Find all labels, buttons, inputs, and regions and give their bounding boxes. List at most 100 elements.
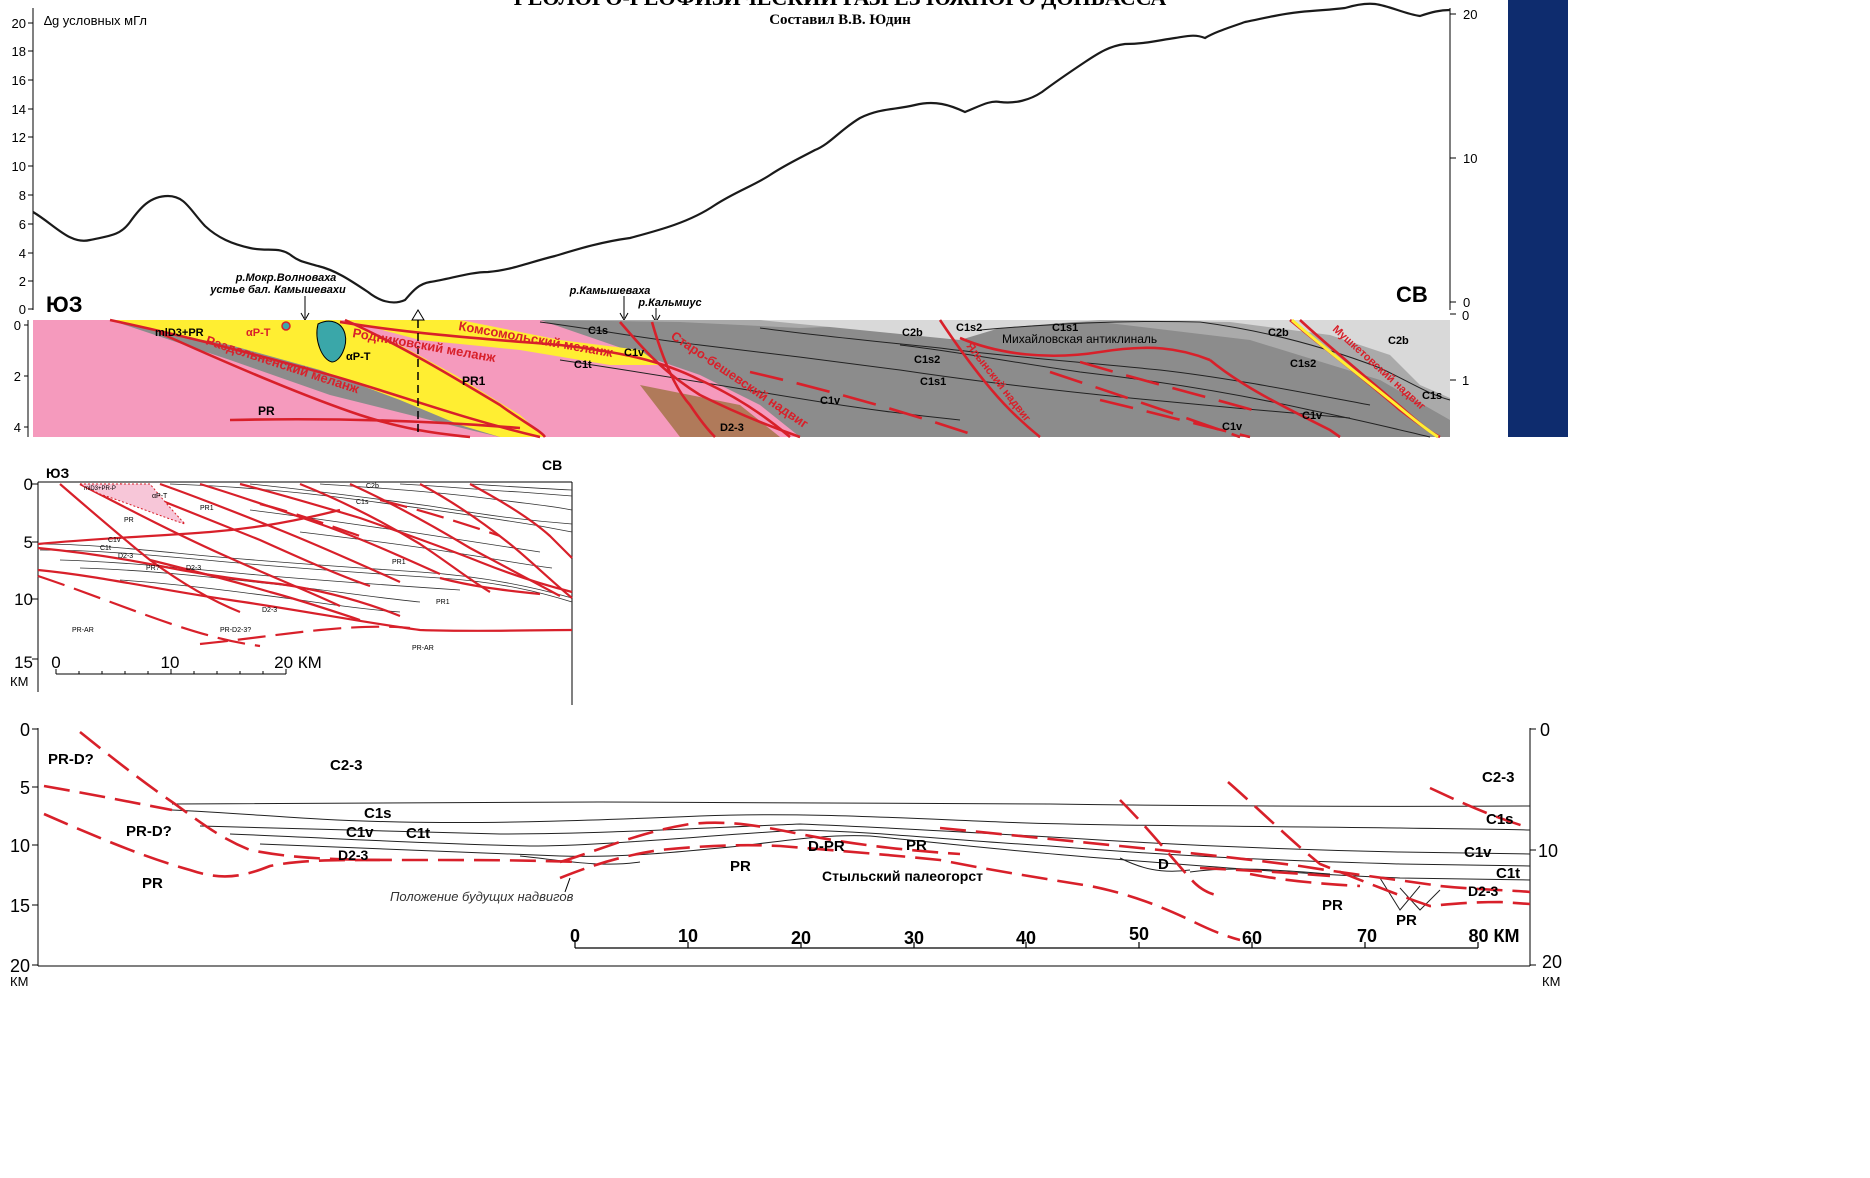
paleohorst-label: Стыльский палеогорст [822, 868, 983, 884]
unit-label: C1s [1486, 811, 1514, 828]
tick-label: 0 [1463, 295, 1470, 310]
unit-label: D2-3 [720, 422, 744, 434]
tick-label: 10 [1538, 841, 1558, 861]
depth-unit: КМ [10, 974, 28, 989]
unit-label: PR [124, 517, 134, 524]
middle-axes [32, 481, 573, 705]
ne-label: СВ [542, 457, 562, 473]
gravity-right-axis [1449, 8, 1456, 310]
tick-label: 18 [12, 44, 26, 59]
unit-label: PR-D? [48, 751, 94, 768]
river-label: р.Мокр.Волноваха [235, 272, 337, 284]
middle-scale-labels: 0 10 20 КМ [51, 653, 322, 672]
unit-label: PR [906, 837, 927, 854]
tick-label: 5 [24, 533, 33, 552]
tick-label: 10 [12, 159, 26, 174]
gravity-axis-label: ∆g условных мГл [44, 13, 147, 28]
melange-corner [79, 483, 187, 526]
tick-label: 12 [12, 130, 26, 145]
tick-label: 0 [24, 475, 33, 494]
tick-label: 10 [10, 836, 30, 856]
top-section: ГЕОЛОГО-ГЕОФИЗИЧЕСКИЙ РАЗРЕЗ ЮЖНОГО ДОНБ… [12, 0, 1568, 439]
unit-label: C1s [588, 325, 608, 337]
unit-label: C1s2 [914, 354, 940, 366]
unit-label: PR1 [200, 505, 214, 512]
unit-label: C2b [366, 483, 379, 490]
tick-label: 10 [1463, 151, 1477, 166]
gravity-left-axis [28, 8, 34, 310]
unit-label: C1t [100, 545, 111, 552]
unit-label: αP-T [346, 351, 371, 363]
tick-label: 20 [12, 16, 26, 31]
tick-label: 10 [678, 926, 698, 946]
gravity-curve [32, 2, 1451, 304]
future-thrusts-label: Положение будущих надвигов [390, 889, 574, 904]
unit-label: C1s1 [1052, 322, 1078, 334]
unit-label: C1t [1496, 865, 1520, 882]
unit-label: PR? [146, 565, 160, 572]
middle-unit-labels: mlD3+PR-P αP-T PR PR1 PR1 PR1 PR? PR-AR … [72, 483, 450, 652]
author-line: Составил В.В. Юдин [769, 12, 911, 28]
sw-label: ЮЗ [46, 465, 69, 481]
tick-label: 1 [1462, 373, 1469, 388]
tick-label: 70 [1357, 926, 1377, 946]
unit-label: C1v [1222, 421, 1243, 433]
top-depth-left-axis [24, 320, 29, 437]
intrusion [316, 320, 347, 363]
bottom-axes [32, 728, 1536, 967]
triangle-marker [411, 309, 425, 321]
gravity-left-tick-labels: 20 18 16 14 12 10 8 6 4 2 0 [12, 16, 26, 317]
unit-label: D-PR [808, 838, 845, 855]
unit-label: mlD3+PR [155, 327, 204, 339]
unit-label: C1s [1422, 390, 1442, 402]
middle-scale-bar [55, 669, 287, 675]
top-depth-right-axis [1450, 313, 1456, 381]
bottom-dashed-faults [43, 730, 1531, 942]
unit-label: PR-D2-3? [220, 627, 251, 634]
unit-label: C1v [108, 537, 121, 544]
bottom-scale-labels: 0 10 20 30 40 50 60 70 80 КМ [570, 924, 1520, 948]
depth-unit: КМ [1542, 974, 1560, 989]
bottom-left-ticks: 0 5 10 15 20 [10, 720, 30, 976]
tick-label: 2 [19, 274, 26, 289]
tick-label: 4 [14, 420, 21, 435]
middle-dashed-faults [37, 498, 501, 648]
unit-label: PR-AR [72, 627, 94, 634]
unit-label: C1v [624, 347, 645, 359]
unit-label: PR1 [436, 599, 450, 606]
unit-label: C1t [574, 359, 592, 371]
bottom-unit-labels: PR-D? C2-3 PR-D? PR C1s C1v C1t D2-3 PR … [48, 751, 1520, 929]
unit-label: C1v [1464, 844, 1492, 861]
bottom-strat-lines [171, 801, 1531, 911]
tick-label: 20 [10, 956, 30, 976]
bottom-right-ticks: 0 10 20 [1538, 720, 1562, 972]
unit-label: PR [730, 858, 751, 875]
tick-label: 20 [1542, 952, 1562, 972]
tick-label: 4 [19, 246, 26, 261]
unit-label: C2-3 [1482, 769, 1515, 786]
unit-label: C2b [1388, 335, 1409, 347]
unit-label: PR [142, 875, 163, 892]
page-title: ГЕОЛОГО-ГЕОФИЗИЧЕСКИЙ РАЗРЕЗ ЮЖНОГО ДОНБ… [514, 0, 1167, 10]
unit-label: mlD3+PR-P [84, 486, 116, 492]
side-panel [1508, 0, 1568, 437]
tick-label: 0 [570, 926, 580, 946]
tick-label: 0 [1540, 720, 1550, 740]
tick-label: 20 [1463, 7, 1477, 22]
tick-label: 0 [20, 720, 30, 740]
tick-label: 0 [51, 653, 60, 672]
tick-label: 60 [1242, 928, 1262, 948]
unit-label: D [1158, 856, 1169, 873]
unit-label: C1v [820, 395, 841, 407]
unit-label: PR-D? [126, 823, 172, 840]
unit-label: C1t [406, 825, 430, 842]
unit-label: C2b [1268, 327, 1289, 339]
gravity-right-tick-labels: 20 10 0 [1463, 7, 1477, 310]
tick-label: 15 [14, 653, 33, 672]
ne-label: СВ [1396, 282, 1428, 307]
unit-label: D2-3 [262, 607, 277, 614]
tick-label: 16 [12, 73, 26, 88]
top-depth-left-ticks: 0 2 4 [14, 318, 21, 435]
tick-label: 14 [12, 102, 26, 117]
tick-label: 6 [19, 217, 26, 232]
